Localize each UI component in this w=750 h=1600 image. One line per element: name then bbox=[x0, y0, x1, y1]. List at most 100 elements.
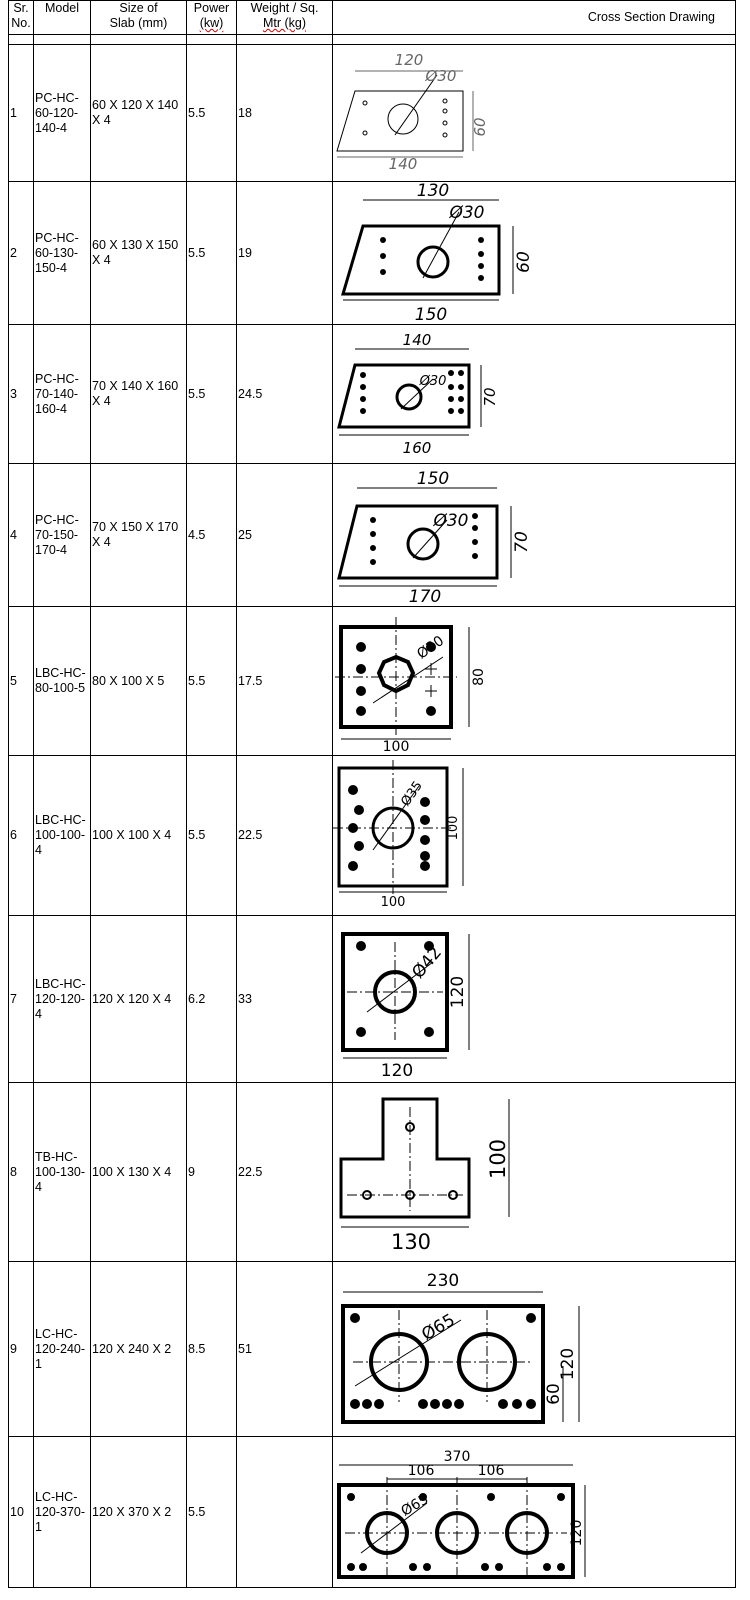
header-weight: Weight / Sq.Mtr (kg) bbox=[236, 0, 333, 35]
dim-top: 370 bbox=[444, 1449, 471, 1465]
cross-section-drawing: 370 106 106 Ø65 120 bbox=[337, 1449, 586, 1579]
cross-section-drawing: 100 Ø35 100 bbox=[333, 760, 464, 910]
power-cell: 8.5 bbox=[186, 1261, 237, 1437]
model-cell: PC-HC-60-120-140-4 bbox=[33, 44, 91, 182]
dim-top: 150 bbox=[417, 469, 449, 489]
weight-cell: 22.5 bbox=[236, 1082, 333, 1262]
slab-outline bbox=[341, 1304, 545, 1424]
model-cell: PC-HC-60-130-150-4 bbox=[33, 181, 91, 325]
hole-circle bbox=[406, 527, 440, 561]
table-row: 4 PC-HC-70-150-170-4 70 X 150 X 170 X 4 … bbox=[8, 463, 736, 607]
drawing-cell: 140 160 Ø30 70 bbox=[332, 324, 736, 464]
slab-outline bbox=[337, 1483, 575, 1579]
dim-height: 60 bbox=[514, 251, 534, 273]
sr-cell: 7 bbox=[8, 915, 34, 1083]
header-model: Model bbox=[33, 0, 91, 35]
power-cell: 5.5 bbox=[186, 324, 237, 464]
dim-height: 120 bbox=[569, 1520, 585, 1547]
size-cell: 70 X 150 X 170 X 4 bbox=[90, 463, 187, 607]
size-cell: 100 X 100 X 4 bbox=[90, 755, 187, 916]
dim-top: 230 bbox=[427, 1271, 459, 1291]
drawing-cell: 120 Ø42 120 bbox=[332, 915, 736, 1083]
dim-sub-height: 60 bbox=[544, 1383, 564, 1405]
weight-cell: 19 bbox=[236, 181, 333, 325]
sr-cell: 3 bbox=[8, 324, 34, 464]
weight-cell: 25 bbox=[236, 463, 333, 607]
sr-cell: 6 bbox=[8, 755, 34, 916]
header-power: Power(kw) bbox=[186, 0, 237, 35]
hole-circle bbox=[371, 806, 415, 850]
sr-cell: 5 bbox=[8, 606, 34, 756]
hole-circle bbox=[373, 970, 417, 1014]
dim-diameter: Ø65 bbox=[418, 1310, 458, 1345]
table-row: 6 LBC-HC-100-100-4 100 X 100 X 4 5.5 22.… bbox=[8, 755, 736, 916]
dim-height: 100 bbox=[446, 816, 461, 841]
dim-diameter: Ø30 bbox=[448, 203, 484, 223]
sr-cell: 8 bbox=[8, 1082, 34, 1262]
hole-circle bbox=[435, 1511, 479, 1555]
dim-diameter: Ø30 bbox=[432, 511, 468, 531]
weight-cell: 17.5 bbox=[236, 606, 333, 756]
size-cell: 60 X 130 X 150 X 4 bbox=[90, 181, 187, 325]
model-cell: LBC-HC-80-100-5 bbox=[33, 606, 91, 756]
weight-cell: 51 bbox=[236, 1261, 333, 1437]
sr-cell: 10 bbox=[8, 1436, 34, 1588]
dim-pitch-b: 106 bbox=[478, 1463, 505, 1479]
weight-cell: 18 bbox=[236, 44, 333, 182]
cross-section-drawing: 120 Ø42 120 bbox=[341, 932, 470, 1081]
dim-bottom: 120 bbox=[381, 1061, 413, 1081]
hole-circle bbox=[416, 245, 450, 279]
dim-bottom: 170 bbox=[409, 587, 441, 606]
cross-section-drawing: 100 Ø30 80 bbox=[335, 617, 487, 755]
dim-bottom: 160 bbox=[403, 439, 432, 457]
slab-outline bbox=[336, 90, 464, 152]
drawing-cell: 120 140 Ø30 60 bbox=[332, 44, 736, 182]
power-cell: 4.5 bbox=[186, 463, 237, 607]
table-row: 8 TB-HC-100-130-4 100 X 130 X 4 9 22.5 1… bbox=[8, 1082, 736, 1262]
dim-bottom: 140 bbox=[389, 155, 418, 173]
power-cell: 5.5 bbox=[186, 181, 237, 325]
table-row: 9 LC-HC-120-240-1 120 X 240 X 2 8.5 51 bbox=[8, 1261, 736, 1437]
hole-circle bbox=[505, 1511, 549, 1555]
weight-cell: 22.5 bbox=[236, 755, 333, 916]
sr-cell: 2 bbox=[8, 181, 34, 325]
slab-outline bbox=[337, 504, 499, 580]
dim-height: 60 bbox=[471, 117, 489, 136]
table-row: 2 PC-HC-60-130-150-4 60 X 130 X 150 X 4 … bbox=[8, 181, 736, 325]
sr-cell: 1 bbox=[8, 44, 34, 182]
power-cell: 5.5 bbox=[186, 606, 237, 756]
power-cell: 6.2 bbox=[186, 915, 237, 1083]
power-cell: 5.5 bbox=[186, 1436, 237, 1588]
cross-section-drawing: 120 140 Ø30 60 bbox=[336, 51, 489, 173]
table-row: 7 LBC-HC-120-120-4 120 X 120 X 4 6.2 33 bbox=[8, 915, 736, 1083]
slab-outline bbox=[339, 1097, 471, 1219]
drawing-cell: 370 106 106 Ø65 120 bbox=[332, 1436, 736, 1588]
drawing-cell: 130 150 Ø30 60 bbox=[332, 181, 736, 325]
size-cell: 120 X 120 X 4 bbox=[90, 915, 187, 1083]
hole-circle bbox=[365, 1511, 409, 1555]
size-cell: 60 X 120 X 140 X 4 bbox=[90, 44, 187, 182]
hole-circle bbox=[369, 1332, 429, 1392]
dim-bottom: 100 bbox=[383, 739, 410, 755]
dim-bottom: 130 bbox=[391, 1230, 431, 1254]
drawing-cell: 100 Ø35 100 bbox=[332, 755, 736, 916]
table-row: 1 PC-HC-60-120-140-4 60 X 120 X 140 X 4 … bbox=[8, 44, 736, 182]
hole-circle bbox=[387, 103, 419, 135]
hole-circle bbox=[376, 654, 416, 694]
model-cell: LBC-HC-120-120-4 bbox=[33, 915, 91, 1083]
power-cell: 5.5 bbox=[186, 44, 237, 182]
drawing-cell: 130 100 bbox=[332, 1082, 736, 1262]
weight-cell: 24.5 bbox=[236, 324, 333, 464]
model-cell: TB-HC-100-130-4 bbox=[33, 1082, 91, 1262]
size-cell: 120 X 240 X 2 bbox=[90, 1261, 187, 1437]
hole-circle bbox=[457, 1332, 517, 1392]
table-row: 5 LBC-HC-80-100-5 80 X 100 X 5 5.5 17.5 bbox=[8, 606, 736, 756]
power-cell: 9 bbox=[186, 1082, 237, 1262]
dim-height: 120 bbox=[558, 1348, 578, 1380]
slab-outline bbox=[341, 932, 449, 1052]
sr-cell: 4 bbox=[8, 463, 34, 607]
dim-height: 80 bbox=[471, 668, 487, 686]
cross-section-drawing: 130 100 bbox=[339, 1097, 510, 1254]
